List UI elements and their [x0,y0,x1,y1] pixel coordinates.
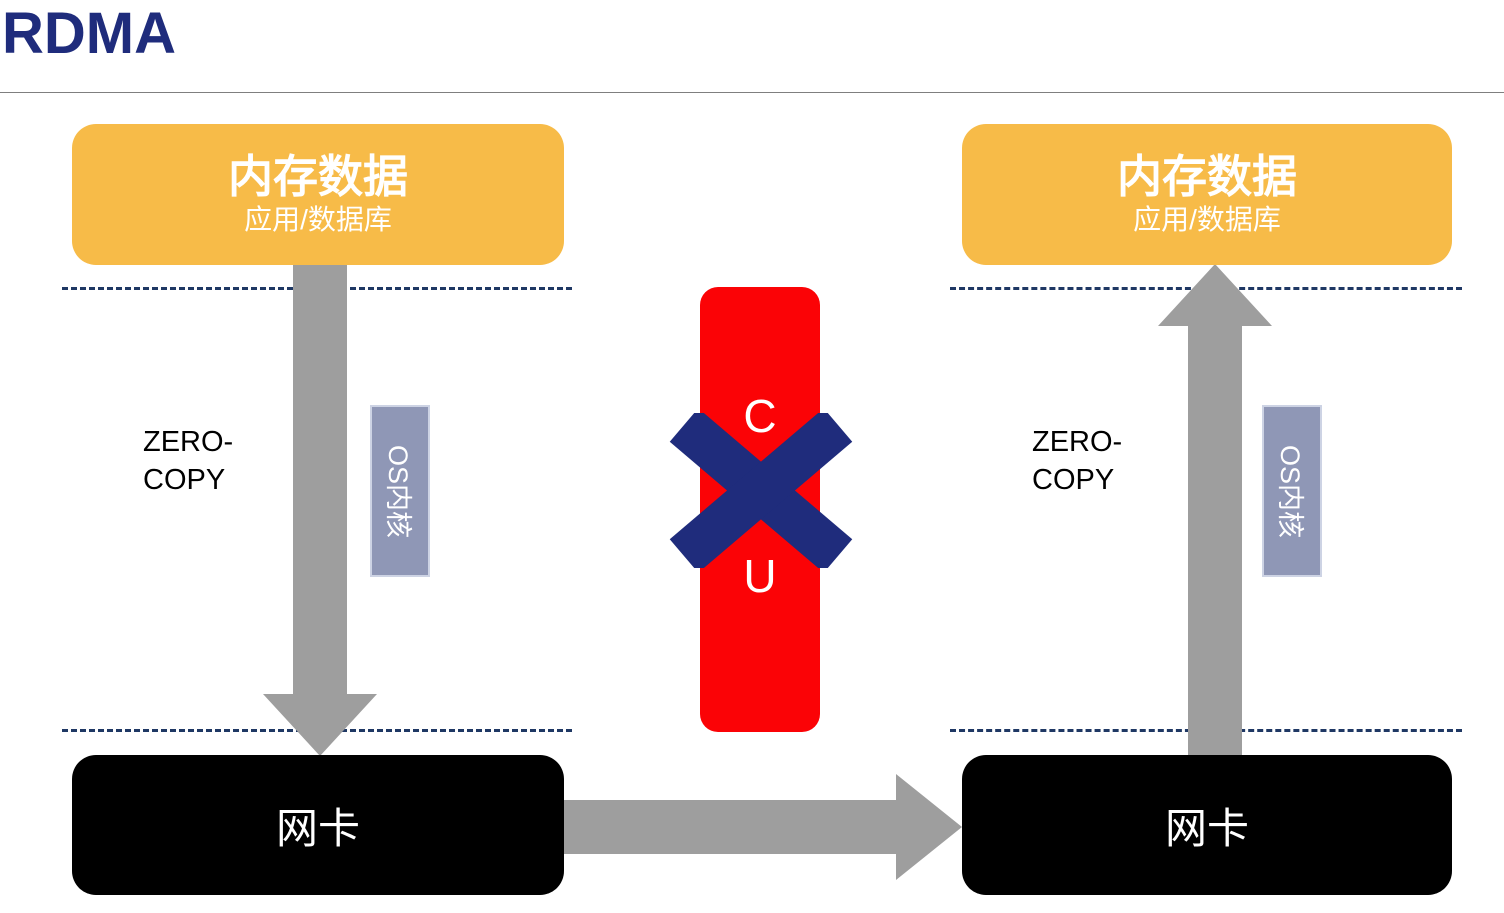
memory-data-box-left: 内存数据 应用/数据库 [72,124,564,265]
memory-data-subtitle-left: 应用/数据库 [244,203,392,235]
os-kernel-label-left: OS内核 [382,444,413,538]
memory-data-title-left: 内存数据 [227,151,408,203]
memory-data-subtitle-right: 应用/数据库 [1133,203,1281,235]
arrow-up-right-shape [1158,264,1272,756]
arrow-down-left-shape [263,264,377,756]
nic-label-right: 网卡 [1164,804,1249,852]
nic-label-left: 网卡 [275,804,360,852]
os-kernel-label-right: OS内核 [1274,444,1305,538]
zero-copy-label-left: ZERO-COPY [143,426,234,496]
cpu-cross-icon [669,413,853,568]
arrow-down-left-icon [263,264,377,756]
title-divider [0,92,1504,93]
os-kernel-box-right: OS内核 [1262,405,1322,577]
arrow-right-nic-to-nic-icon [564,774,962,880]
os-kernel-box-left: OS内核 [370,405,430,577]
arrow-up-right-icon [1158,264,1272,756]
memory-data-title-right: 内存数据 [1116,151,1297,203]
page-title: RDMA [2,1,176,66]
cpu-cross-stroke-2 [669,413,853,568]
nic-box-right: 网卡 [962,755,1452,895]
zero-copy-label-right: ZERO-COPY [1032,426,1123,496]
nic-box-left: 网卡 [72,755,564,895]
arrow-right-nic-to-nic-shape [564,774,962,880]
memory-data-box-right: 内存数据 应用/数据库 [962,124,1452,265]
